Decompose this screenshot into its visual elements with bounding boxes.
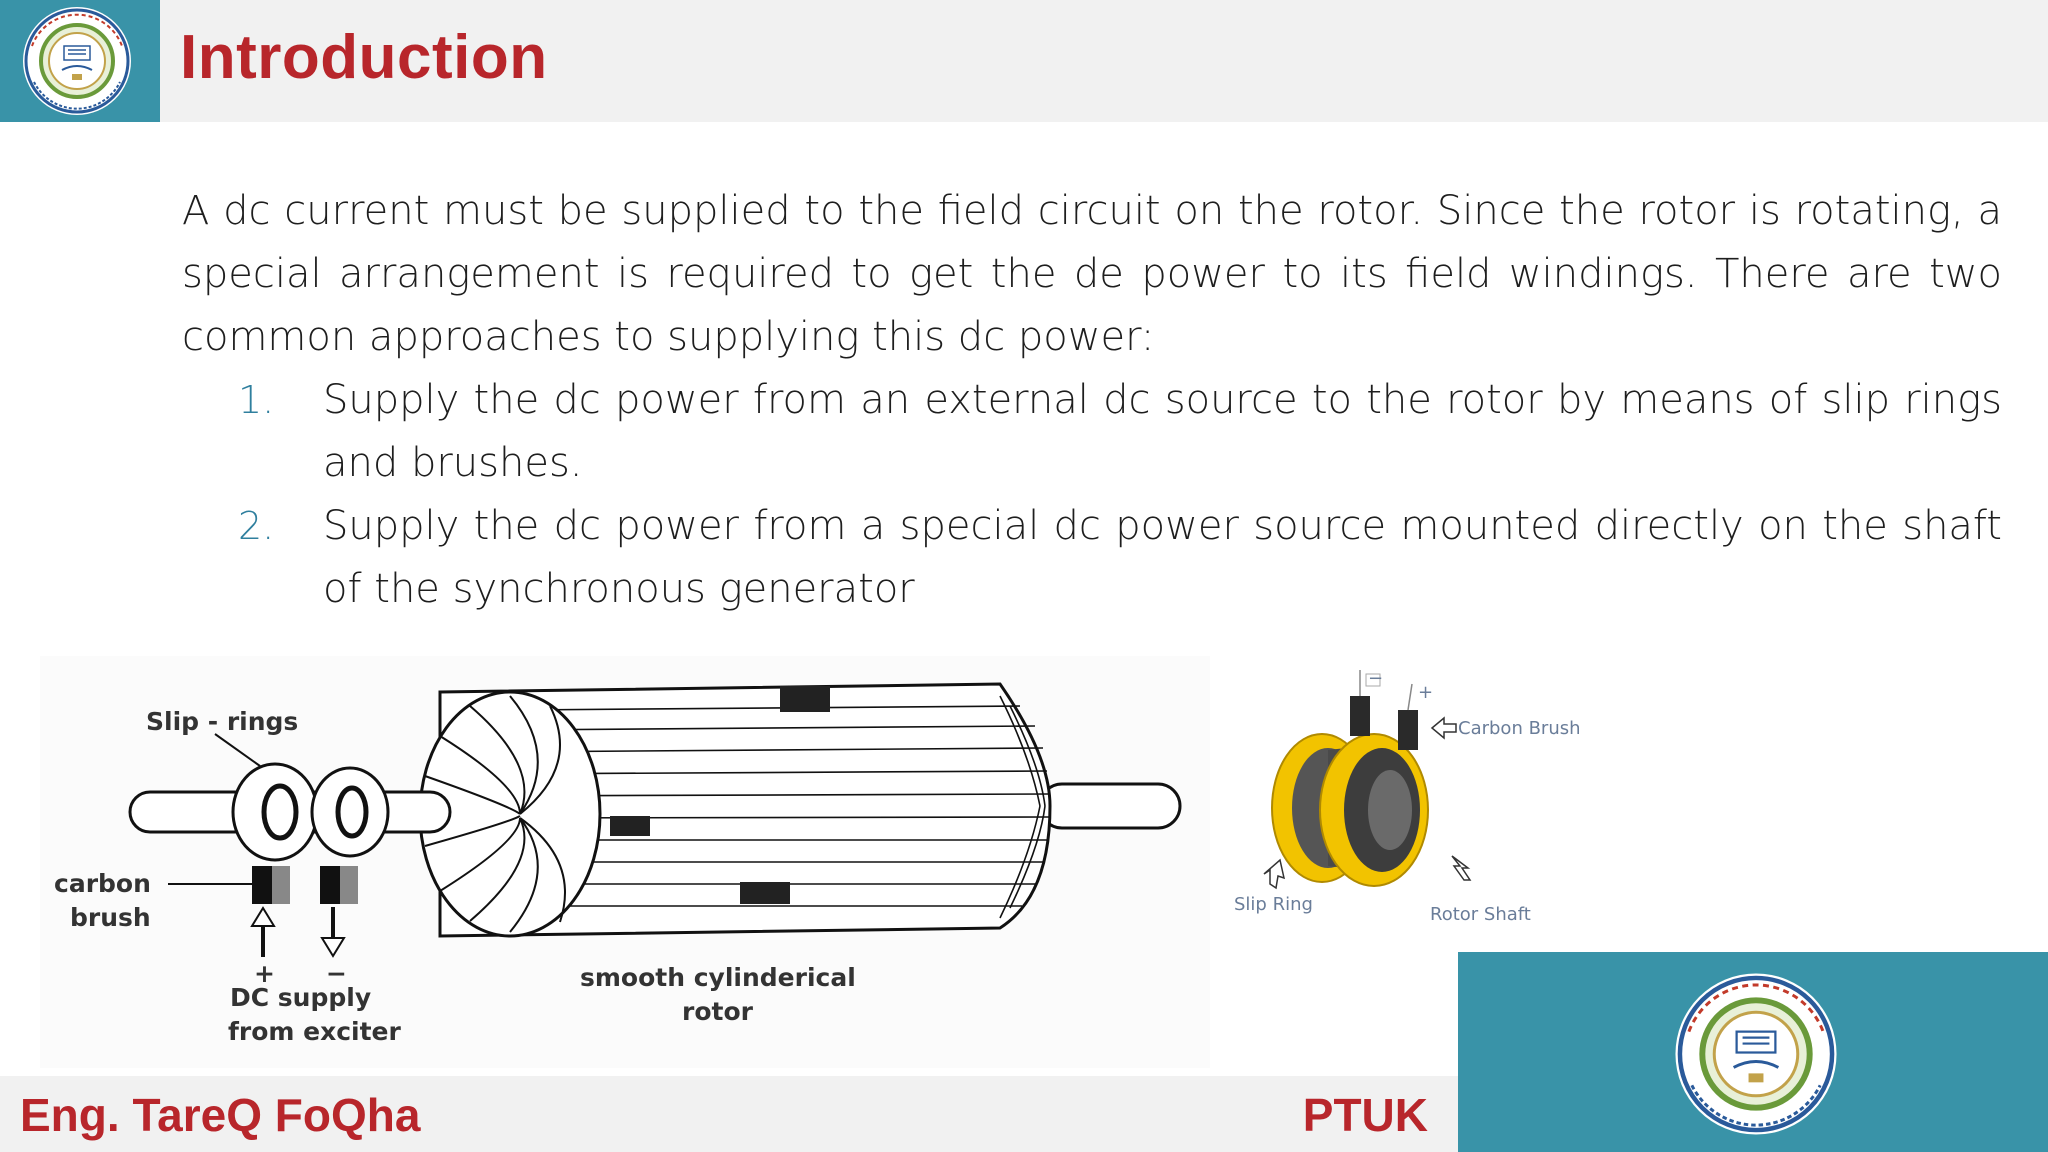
footer-org: PTUK xyxy=(1302,1089,1428,1141)
label-smooth: smooth cylinderical xyxy=(580,963,856,992)
list-text: Supply the dc power from a special dc po… xyxy=(323,503,2002,612)
page-title: Introduction xyxy=(180,23,548,92)
slip-ring-illustration: − + Carbon Brush Slip Ring Rotor Shaft xyxy=(1234,668,1581,925)
list-number: 1. xyxy=(238,378,275,422)
label-slip-ring: Slip Ring xyxy=(1234,894,1313,915)
label-minus: − xyxy=(326,959,347,988)
label-rotor: rotor xyxy=(682,997,754,1026)
label-plus-sign: + xyxy=(1418,682,1433,703)
header-bar: Introduction xyxy=(0,0,2048,122)
corner-logo-panel xyxy=(1458,952,2048,1152)
label-carbon: carbon xyxy=(54,869,151,898)
approach-list: 1. Supply the dc power from an external … xyxy=(182,369,2002,621)
rotor-illustration: Slip - rings carbon brush + − DC supply … xyxy=(54,682,1182,1046)
label-dc-supply: DC supply xyxy=(230,983,371,1012)
label-brush: brush xyxy=(70,903,151,932)
label-carbon-brush: Carbon Brush xyxy=(1458,718,1581,739)
ptu-seal-icon xyxy=(1675,973,1837,1135)
rotor-diagram: Slip - rings carbon brush + − DC supply … xyxy=(40,656,1210,1068)
label-from-exciter: from exciter xyxy=(228,1017,402,1046)
slip-ring-diagram: − + Carbon Brush Slip Ring Rotor Shaft xyxy=(1222,660,1588,940)
list-item: 1. Supply the dc power from an external … xyxy=(182,369,2002,495)
list-text: Supply the dc power from an external dc … xyxy=(323,377,2002,486)
footer-author: Eng. TareQ FoQha xyxy=(20,1089,421,1141)
ptu-logo-icon xyxy=(23,7,131,115)
list-item: 2. Supply the dc power from a special dc… xyxy=(182,495,2002,621)
label-rotor-shaft: Rotor Shaft xyxy=(1430,904,1531,925)
logo-box xyxy=(0,0,160,122)
footer-bar: Eng. TareQ FoQha PTUK xyxy=(0,1076,1458,1152)
label-minus-sign: − xyxy=(1368,668,1383,689)
label-plus: + xyxy=(254,959,275,988)
list-number: 2. xyxy=(238,504,275,548)
label-slip-rings: Slip - rings xyxy=(146,707,298,736)
intro-paragraph: A dc current must be supplied to the fie… xyxy=(182,188,2002,360)
content-text: A dc current must be supplied to the fie… xyxy=(182,180,2002,621)
